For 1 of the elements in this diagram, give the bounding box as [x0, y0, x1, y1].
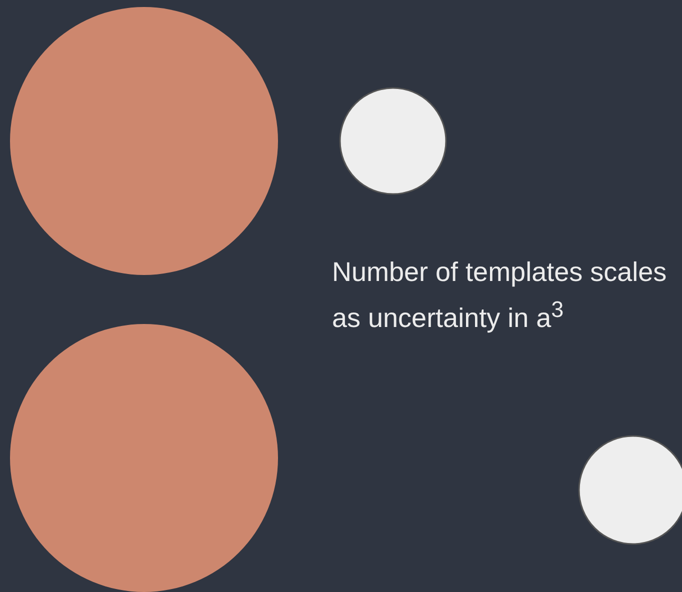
- note-text: Number of templates scales as uncertainty in a$^{3}$: [332, 256, 668, 335]
